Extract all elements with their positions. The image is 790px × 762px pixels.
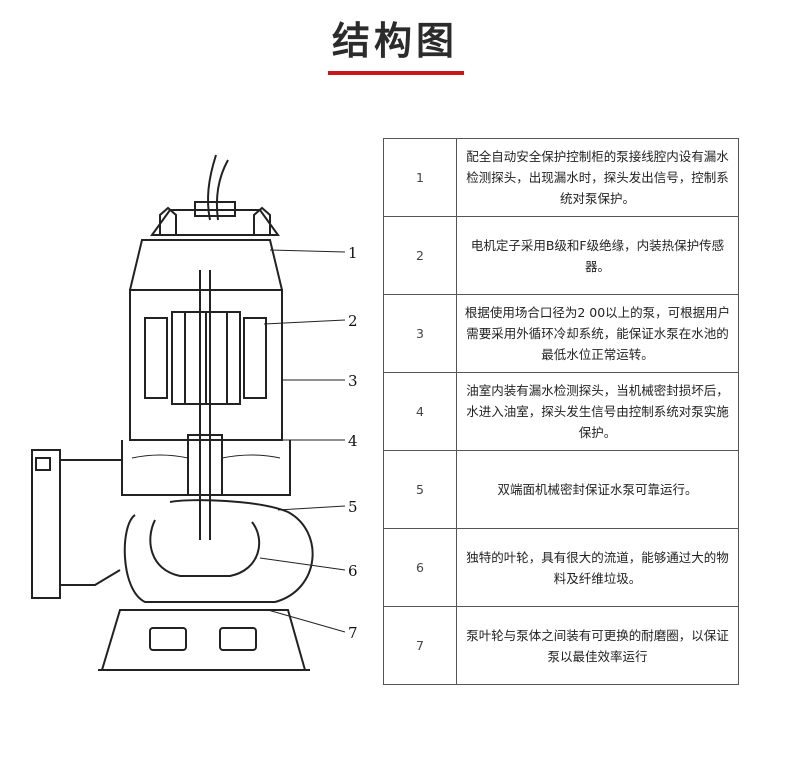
feature-number: 7	[383, 606, 457, 685]
feature-table: 1 配全自动安全保护控制柜的泵接线腔内设有漏水检测探头，出现漏水时，探头发出信号…	[383, 138, 739, 685]
mechanical-seal	[187, 434, 223, 496]
feature-description: 油室内装有漏水检测探头，当机械密封损坏后，水进入油室，探头发生信号由控制系统对泵…	[456, 372, 739, 451]
base-stand	[100, 609, 307, 671]
table-row: 4 油室内装有漏水检测探头，当机械密封损坏后，水进入油室，探头发生信号由控制系统…	[383, 372, 739, 451]
feature-description: 配全自动安全保护控制柜的泵接线腔内设有漏水检测探头，出现漏水时，探头发出信号，控…	[456, 138, 739, 217]
lifting-handle	[159, 206, 177, 235]
table-row: 6 独特的叶轮，具有很大的流道，能够通过大的物料及纤维垃圾。	[383, 528, 739, 607]
page-title: 结构图	[331, 19, 458, 63]
base-window	[219, 627, 257, 651]
table-row: 1 配全自动安全保护控制柜的泵接线腔内设有漏水检测探头，出现漏水时，探头发出信号…	[383, 138, 739, 217]
table-row: 7 泵叶轮与泵体之间装有可更换的耐磨圈，以保证泵以最佳效率运行	[383, 606, 739, 685]
lifting-handle	[253, 206, 271, 235]
pump-casing	[123, 499, 314, 603]
feature-description: 泵叶轮与泵体之间装有可更换的耐磨圈，以保证泵以最佳效率运行	[456, 606, 739, 685]
table-row: 5 双端面机械密封保证水泵可靠运行。	[383, 450, 739, 529]
feature-number: 5	[383, 450, 457, 529]
feature-number: 1	[383, 138, 457, 217]
power-cable	[215, 159, 229, 221]
feature-description: 电机定子采用B级和F级绝缘，内装热保护传感器。	[456, 216, 739, 295]
power-cable	[207, 154, 217, 221]
discharge-pipe	[59, 459, 122, 586]
feature-number: 3	[383, 294, 457, 373]
callout-1: 1	[348, 244, 358, 262]
cable-gland	[194, 201, 236, 217]
feature-number: 4	[383, 372, 457, 451]
impeller	[149, 519, 261, 577]
title-underline	[328, 71, 464, 75]
stator-winding	[243, 317, 267, 399]
callout-7: 7	[348, 624, 358, 642]
table-row: 2 电机定子采用B级和F级绝缘，内装热保护传感器。	[383, 216, 739, 295]
feature-description: 独特的叶轮，具有很大的流道，能够通过大的物料及纤维垃圾。	[456, 528, 739, 607]
feature-description: 双端面机械密封保证水泵可靠运行。	[456, 450, 739, 529]
motor-top	[129, 239, 283, 291]
outlet-flange	[31, 449, 61, 599]
callout-6: 6	[348, 562, 358, 580]
feature-number: 6	[383, 528, 457, 607]
pump-structure-diagram: 1 2 3 4 5 6 7	[31, 154, 358, 671]
oil-chamber	[121, 440, 291, 496]
oil-level	[131, 454, 281, 459]
stator-winding	[144, 317, 168, 399]
base-window	[149, 627, 187, 651]
callout-5: 5	[348, 498, 358, 516]
flange-stud	[35, 457, 51, 471]
junction-cover	[150, 209, 280, 236]
feature-number: 2	[383, 216, 457, 295]
callout-3: 3	[348, 372, 358, 390]
feature-description: 根据使用场合口径为2 00以上的泵，可根据用户需要采用外循环冷却系统，能保证水泵…	[456, 294, 739, 373]
table-row: 3 根据使用场合口径为2 00以上的泵，可根据用户需要采用外循环冷却系统，能保证…	[383, 294, 739, 373]
callout-2: 2	[348, 312, 358, 330]
callout-4: 4	[348, 432, 358, 450]
